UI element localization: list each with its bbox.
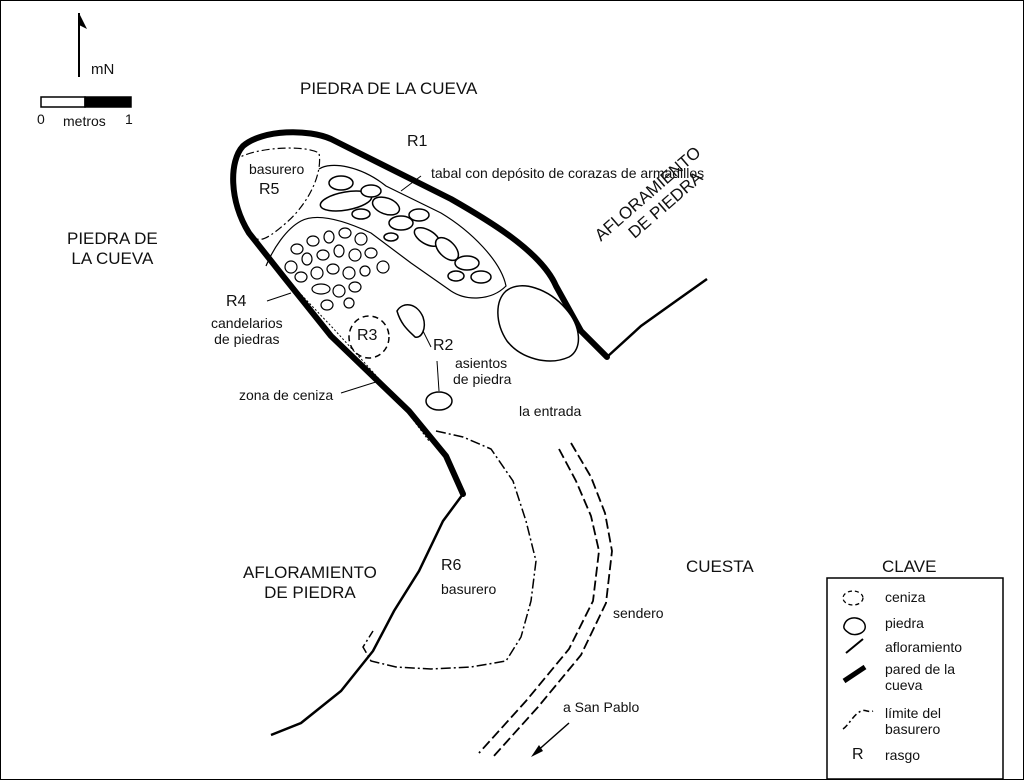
legend-ash-label: ceniza — [885, 589, 926, 605]
legend-feature-symbol: R — [852, 746, 864, 763]
trail-label: sendero — [613, 605, 664, 621]
feature-r1-code: R1 — [407, 133, 428, 150]
cave-wall — [230, 129, 610, 497]
legend-dump-boundary-label-line2: basurero — [885, 721, 941, 738]
trail-line-right — [492, 442, 613, 758]
trail-line-left — [478, 448, 600, 754]
legend-outcrop-icon — [845, 638, 864, 654]
leader-r2-lower — [436, 360, 440, 392]
legend-stone-label: piedra — [885, 615, 924, 631]
legend-outcrop-label: afloramiento — [885, 639, 963, 655]
leader-r4 — [266, 292, 292, 302]
stone-seat-upper — [396, 304, 426, 338]
feature-r4-desc: candelarios de piedras — [211, 315, 283, 347]
feature-r4-desc-line1: candelarios — [211, 315, 283, 331]
region-slope-label: CUESTA — [686, 557, 754, 576]
scale-unit-label: metros — [63, 113, 106, 129]
scale-max-label: 1 — [125, 111, 133, 127]
outcrop-line-right — [606, 277, 708, 358]
ash-circle-r3 — [348, 315, 390, 359]
legend-wall-label-line2: cueva — [885, 677, 923, 694]
leader-ash — [340, 380, 380, 394]
legend-wall-icon — [842, 664, 867, 684]
feature-r4-desc-line2: de piedras — [214, 331, 280, 348]
outcrop-line-bottom — [270, 493, 465, 737]
basurero-r5-boundary — [232, 147, 321, 241]
feature-r1-desc: tabal con depósito de corazas de armadil… — [431, 165, 705, 181]
feature-r2-desc-line2: de piedra — [453, 371, 512, 388]
feature-r2-desc-line1: asientos — [455, 355, 508, 371]
scale-bar — [40, 96, 132, 108]
basurero-r6-boundary — [362, 430, 537, 670]
legend-title: CLAVE — [882, 557, 937, 576]
entrance-label: la entrada — [519, 403, 582, 419]
legend-wall-label-line1: pared de la — [885, 661, 956, 677]
region-left-line1: PIEDRA DE — [67, 229, 158, 248]
north-label: mN — [91, 61, 115, 78]
legend-wall-label: pared de la cueva — [885, 661, 955, 693]
direction-label: a San Pablo — [563, 699, 640, 715]
leader-r2 — [422, 330, 432, 348]
feature-r4-code: R4 — [226, 293, 247, 310]
ash-zone-line — [292, 285, 430, 442]
feature-r5-code: R5 — [259, 181, 280, 198]
stone-seat-lower — [425, 391, 453, 411]
feature-r5-desc: basurero — [249, 161, 305, 177]
region-left-label: PIEDRA DE LA CUEVA — [67, 229, 158, 268]
feature-r3-code: R3 — [357, 327, 378, 344]
legend-stone-icon — [843, 617, 866, 636]
region-outcrop-bottom-label: AFLORAMIENTO DE PIEDRA — [243, 563, 377, 602]
ash-zone-label: zona de ceniza — [239, 387, 334, 403]
scale-min-label: 0 — [37, 111, 45, 127]
feature-r2-code: R2 — [433, 337, 454, 354]
north-arrow-icon — [78, 13, 87, 77]
feature-r6-code: R6 — [441, 557, 462, 574]
legend-dump-boundary-label: límite del basurero — [885, 705, 941, 737]
stone-candles — [284, 227, 390, 311]
boulder — [497, 285, 580, 362]
legend-dump-boundary-label-line1: límite del — [885, 705, 942, 721]
region-top-label: PIEDRA DE LA CUEVA — [300, 79, 478, 98]
direction-arrow-icon — [531, 722, 570, 757]
region-outcrop-bottom-line2: DE PIEDRA — [264, 582, 356, 602]
feature-r2-desc: asientos de piedra — [453, 355, 511, 387]
legend-box — [826, 577, 1004, 779]
feature-r6-desc: basurero — [441, 581, 497, 597]
region-left-line2: LA CUEVA — [71, 248, 154, 268]
legend-ash-icon — [842, 590, 864, 606]
legend-feature-label: rasgo — [885, 747, 921, 763]
region-outcrop-bottom-line1: AFLORAMIENTO — [243, 563, 377, 582]
inner-boundary — [265, 164, 507, 299]
armadillo-shell-deposit — [319, 175, 492, 284]
leader-r1 — [400, 175, 422, 192]
